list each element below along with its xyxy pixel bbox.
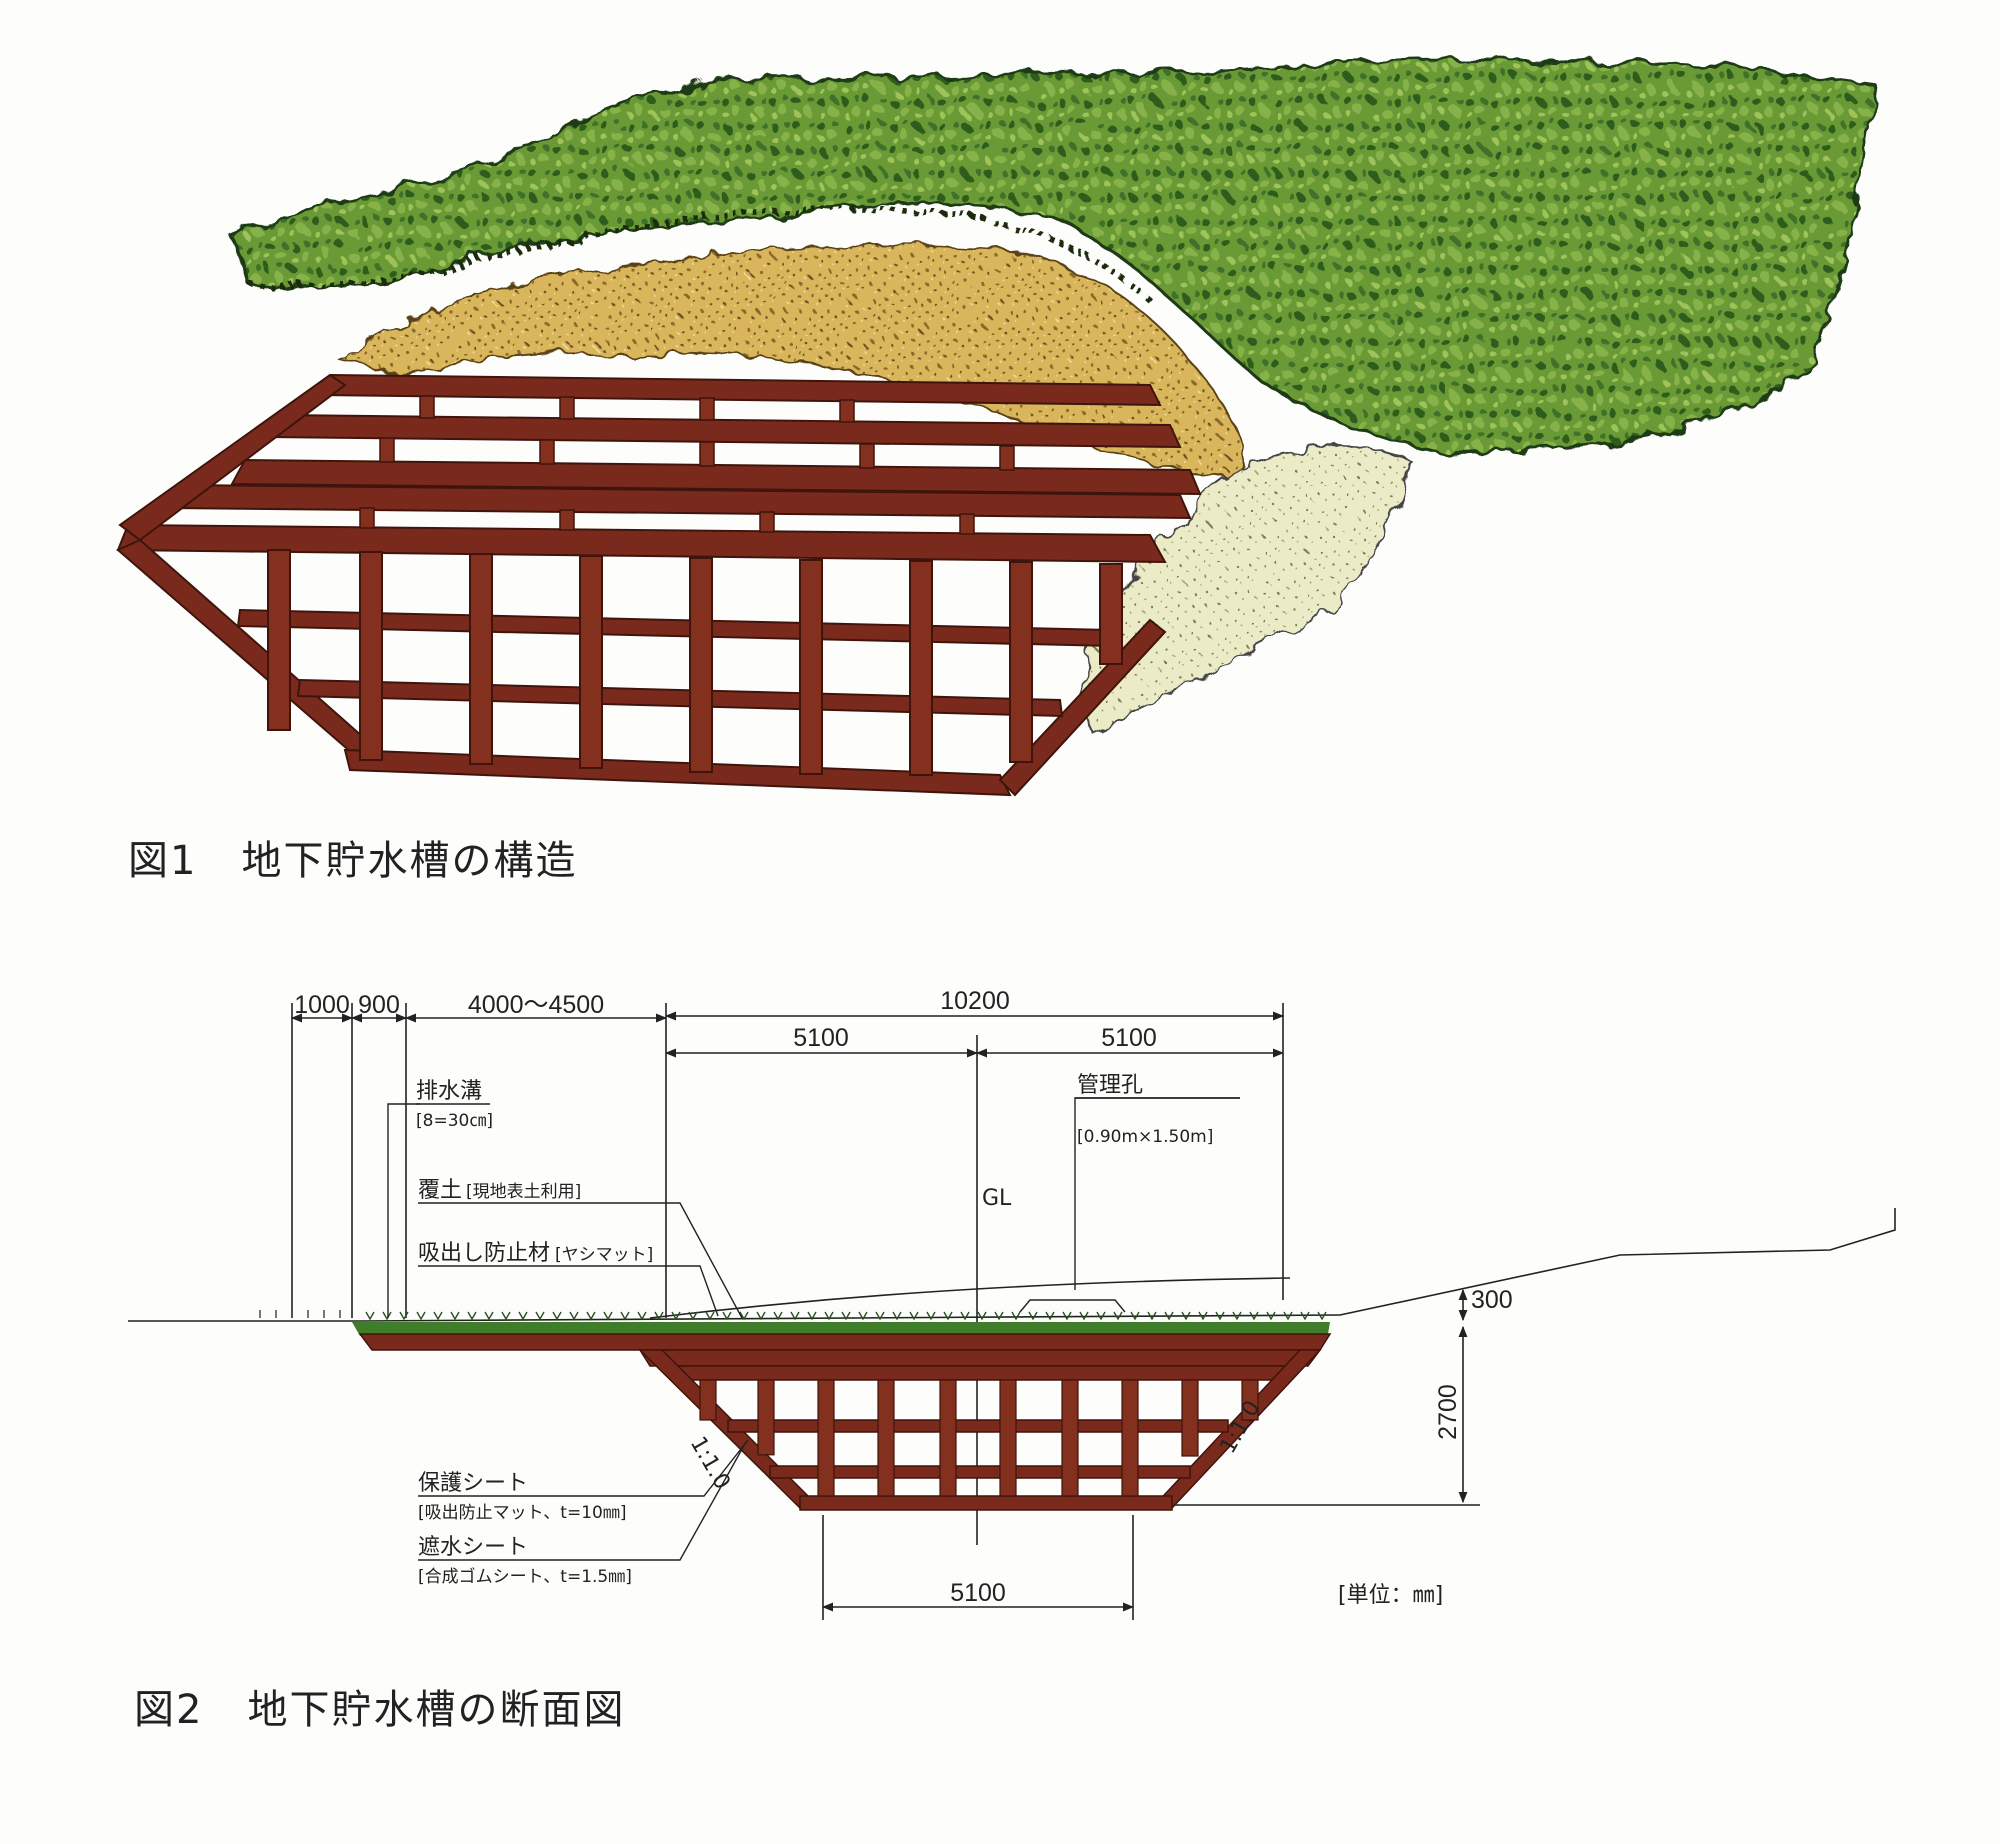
label-waterproof-sub: [合成ゴムシート、t=1.5㎜] [418, 1566, 632, 1587]
label-drain: 排水溝 [416, 1079, 482, 1104]
dim-5100-left: 5100 [793, 1024, 849, 1052]
fig1-caption: 図1 地下貯水槽の構造 [128, 828, 577, 886]
fig2-number: 図2 [134, 1687, 204, 1733]
label-cover: 覆土 [418, 1178, 462, 1203]
soil-cover [337, 244, 1244, 482]
label-cover-sub: [現地表土利用] [466, 1182, 581, 1202]
dim-300: 300 [1471, 1286, 1513, 1314]
dim-1000: 1000 [294, 991, 350, 1019]
dim-900: 900 [358, 991, 400, 1019]
label-antiwash-sub: [ヤシマット] [555, 1245, 653, 1265]
label-protect-sub: [吸出防止マット、t=10㎜] [418, 1503, 626, 1523]
fig2-title: 地下貯水槽の断面図 [247, 1687, 626, 1733]
grass-surface [228, 58, 1877, 457]
dim-10200: 10200 [940, 987, 1010, 1015]
label-gl: GL [982, 1186, 1012, 1211]
label-unit: [単位：㎜] [1338, 1583, 1443, 1608]
dim-4000-4500: 4000～4500 [468, 991, 604, 1019]
label-drain-sub: [8=30㎝] [416, 1111, 493, 1131]
fig2-caption: 図2 地下貯水槽の断面図 [134, 1677, 625, 1735]
dim-5100-right: 5100 [1101, 1024, 1157, 1052]
fig1-title: 地下貯水槽の構造 [241, 838, 578, 884]
label-slope-left: 1:1.0 [685, 1433, 735, 1494]
dim-5100-bottom: 5100 [950, 1579, 1006, 1607]
label-protect: 保護シート [418, 1471, 528, 1496]
timber-frame [116, 373, 1202, 797]
label-access: 管理孔 [1077, 1073, 1143, 1098]
grass-layer [352, 1322, 1330, 1336]
tank-frame [358, 1333, 1332, 1511]
soil-bank [1081, 445, 1412, 732]
label-waterproof: 遮水シート [418, 1535, 528, 1560]
dim-2700: 2700 [1434, 1384, 1462, 1440]
timber-posts [267, 549, 1123, 776]
label-access-sub: [0.90m×1.50m] [1077, 1127, 1213, 1147]
fig1-illustration [116, 58, 1877, 797]
fig1-number: 図1 [128, 838, 198, 884]
label-antiwash: 吸出し防止材 [418, 1241, 550, 1266]
